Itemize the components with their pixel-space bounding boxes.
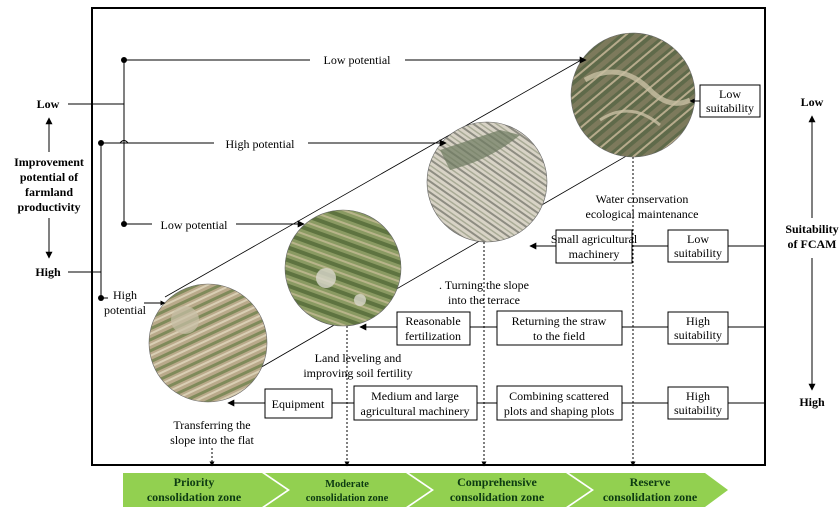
zone-chevron-reserve: [569, 473, 728, 507]
zone-moderate-line-1: Moderate: [325, 479, 369, 490]
satellite-image-4: [570, 32, 696, 158]
suitability-box-low: [667, 229, 729, 263]
corridor-upper-line: [164, 54, 591, 298]
zone-comprehensive-line-2: consolidation zone: [450, 490, 545, 504]
suitability-low-line-1: Low: [687, 232, 709, 246]
right-axis-high-label: High: [799, 395, 825, 409]
small-machinery-line-2: machinery: [569, 247, 620, 261]
combining-box: [496, 385, 623, 421]
zone-moderate-line-2: consolidation zone: [306, 493, 389, 504]
zone-reserve-line-1: Reserve: [630, 475, 671, 489]
water-conservation-line-2: ecological maintenance: [586, 207, 699, 221]
zone-chevron-comprehensive: [409, 473, 591, 507]
row3-potential-label: Low potential: [161, 218, 229, 232]
zone-reserve-line-2: consolidation zone: [603, 490, 698, 504]
equipment-label: Equipment: [272, 397, 325, 411]
terrace-line-1: . Turning the slope: [439, 278, 529, 292]
right-axis-title-line-2: of FCAM: [788, 237, 837, 251]
straw-box: [496, 310, 623, 346]
suitability-high1-line-1: High: [686, 314, 710, 328]
suitability-top-line-1: Low: [719, 87, 741, 101]
medium-machinery-box: [353, 385, 478, 421]
suitability-box-high-1: [667, 311, 729, 345]
fertilization-box: [396, 311, 471, 346]
row1-potential-label: Low potential: [324, 53, 392, 67]
left-axis-title-line-2: potential of: [20, 170, 79, 184]
medium-machinery-line-1: Medium and large: [371, 389, 459, 403]
suitability-high1-line-2: suitability: [674, 328, 722, 342]
left-axis-title-line-1: Improvement: [14, 155, 84, 169]
leveling-line-2: improving soil fertility: [303, 366, 412, 380]
fertilization-line-2: fertilization: [405, 329, 461, 343]
corridor-lower-line: [207, 124, 681, 399]
fertilization-line-1: Reasonable: [405, 314, 460, 328]
row2-potential-label: High potential: [226, 137, 296, 151]
zone-chevron-priority: [123, 473, 287, 507]
main-frame: [91, 7, 766, 466]
row4-potential-label-line-1: High: [113, 288, 137, 302]
left-axis-title-line-3: farmland: [25, 185, 73, 199]
medium-machinery-line-2: agricultural machinery: [361, 404, 470, 418]
suitability-high2-line-2: suitability: [674, 403, 722, 417]
suitability-low-line-2: suitability: [674, 246, 722, 260]
suitability-box-top: [699, 84, 761, 118]
zone-priority-line-1: Priority: [174, 475, 215, 489]
left-axis-title-line-4: productivity: [17, 200, 80, 214]
straw-line-2: to the field: [533, 329, 585, 343]
suitability-box-high-2: [667, 386, 729, 420]
left-axis-low-label: Low: [37, 97, 60, 111]
zone-priority-line-2: consolidation zone: [147, 490, 242, 504]
suitability-high2-line-1: High: [686, 389, 710, 403]
left-axis-high-label: High: [35, 265, 61, 279]
bracket-crossover: [119, 140, 129, 144]
right-axis-title-line-1: Suitability: [785, 222, 838, 236]
small-machinery-box: [555, 229, 633, 264]
zone-comprehensive-line-1: Comprehensive: [457, 475, 537, 489]
small-machinery-line-1: Small agricultural: [551, 232, 638, 246]
combining-line-2: plots and shaping plots: [504, 404, 615, 418]
straw-line-1: Returning the straw: [512, 314, 607, 328]
row4-potential-label-line-2: potential: [104, 303, 147, 317]
satellite-image-2: [284, 209, 402, 327]
suitability-top-line-2: suitability: [706, 101, 754, 115]
flat-line-1: Transferring the: [173, 418, 250, 432]
zone-chevron-moderate: [265, 473, 431, 507]
flat-line-2: slope into the flat: [170, 433, 254, 447]
satellite-image-3: [426, 121, 548, 243]
right-axis-low-label: Low: [801, 95, 824, 109]
water-conservation-line-1: Water conservation: [596, 192, 689, 206]
satellite-image-1: [148, 283, 268, 403]
leveling-line-1: Land leveling and: [315, 351, 402, 365]
combining-line-1: Combining scattered: [509, 389, 609, 403]
